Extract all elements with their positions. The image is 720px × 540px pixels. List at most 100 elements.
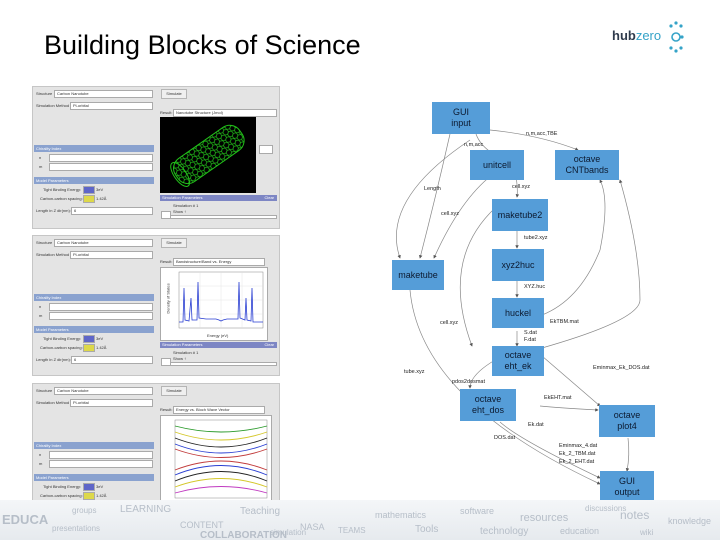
- node-octave-plot4[interactable]: octave plot4: [599, 405, 655, 437]
- footer-word: technology: [480, 526, 529, 537]
- hopping-value: 3eV: [96, 484, 104, 489]
- m-label: m: [39, 164, 43, 169]
- m-field[interactable]: [49, 312, 153, 320]
- node-xyz2huc[interactable]: xyz2huc: [492, 249, 544, 281]
- cc-field[interactable]: [83, 195, 95, 203]
- structure-select[interactable]: Carbon Nanotube: [54, 90, 153, 98]
- n-field[interactable]: [49, 451, 153, 459]
- cc-value: 1.42Å: [96, 493, 107, 498]
- result-select[interactable]: Nanotube Structure (Jmol): [173, 109, 277, 117]
- cc-field[interactable]: [83, 344, 95, 352]
- cc-label: Carbon-carbon spacing:: [40, 345, 83, 350]
- edge-label-tube-xyz: tube.xyz: [404, 369, 425, 375]
- simulate-button[interactable]: Simulate: [161, 386, 187, 396]
- tool-screenshot-structure: Structure Carbon Nanotube Simulate Simul…: [32, 86, 280, 229]
- model-header: Model Parameters: [34, 474, 154, 481]
- footer-word: knowledge: [668, 516, 712, 526]
- result-label: Result:: [160, 110, 173, 115]
- node-huckel[interactable]: huckel: [492, 298, 544, 328]
- footer-word: notes: [620, 508, 650, 522]
- hopping-field[interactable]: [83, 186, 95, 194]
- nanotube-structure-image: [170, 124, 245, 187]
- footer-word: simulation: [270, 528, 307, 537]
- cc-field[interactable]: [83, 492, 95, 500]
- n-label: n: [39, 155, 42, 160]
- node-maketube2-label: maketube2: [497, 209, 543, 220]
- bands-plot[interactable]: Wavevector: [160, 415, 272, 511]
- tool-screenshot-bands: Structure Carbon Nanotube Simulate Simul…: [32, 383, 280, 513]
- edge-label-tube2-xyz: tube2.xyz: [524, 235, 548, 241]
- node-gui-input[interactable]: GUI input: [432, 102, 490, 134]
- n-field[interactable]: [49, 303, 153, 311]
- structure-select[interactable]: Carbon Nanotube: [54, 239, 153, 247]
- length-field[interactable]: 6: [71, 356, 153, 364]
- node-huckel-label: huckel: [504, 307, 531, 318]
- node-gui-output[interactable]: GUI output: [600, 471, 654, 503]
- sim-slider[interactable]: [170, 362, 277, 366]
- hubzero-logo: hubzero: [612, 18, 684, 56]
- dos-plot[interactable]: Energy (eV) Density of States: [160, 267, 268, 341]
- sim-line2: Show ↑: [173, 209, 187, 214]
- method-label: Simulation Method: [36, 400, 70, 405]
- hubzero-mark-icon: [669, 21, 684, 53]
- m-label: m: [39, 313, 43, 318]
- m-field[interactable]: [49, 163, 153, 171]
- model-header: Model Parameters: [34, 326, 154, 333]
- node-gui-input-label: GUI input: [451, 107, 471, 128]
- footer-word: groups: [72, 506, 97, 515]
- edge-label-ektbm-mat: EkTBM.mat: [550, 319, 579, 325]
- cc-label: Carbon-carbon spacing:: [40, 196, 83, 201]
- simulate-button[interactable]: Simulate: [161, 238, 187, 248]
- method-select[interactable]: Pi-orbital: [70, 399, 153, 407]
- edge-label-cell-xyz: cell.xyz: [512, 184, 531, 190]
- sim-line2: Show ↑: [173, 356, 187, 361]
- node-unitcell-label: unitcell: [482, 159, 511, 170]
- method-select[interactable]: Pi-orbital: [70, 102, 153, 110]
- structure-label: Structure: [36, 240, 53, 245]
- footer-word: COLLABORATION: [200, 530, 288, 540]
- m-field[interactable]: [49, 460, 153, 468]
- edge-label-n-m-acc: n,m,acc: [464, 142, 484, 148]
- node-octave-eht-ek-label: octave eht_ek: [504, 350, 532, 371]
- length-field[interactable]: 6: [71, 207, 153, 215]
- footer-word: Tools: [415, 524, 439, 535]
- hopping-field[interactable]: [83, 483, 95, 491]
- node-octave-eht-ek[interactable]: octave eht_ek: [492, 346, 544, 376]
- node-unitcell[interactable]: unitcell: [470, 150, 524, 180]
- footer-word: education: [560, 526, 600, 536]
- node-maketube[interactable]: maketube: [392, 260, 444, 290]
- method-select[interactable]: Pi-orbital: [70, 251, 153, 259]
- nanotube-viewer[interactable]: [160, 117, 256, 193]
- result-select[interactable]: Bandstructure/Band vs. Energy: [173, 258, 265, 266]
- node-octave-eht-dos-label: octave eht_dos: [471, 394, 505, 415]
- method-label: Simulation Method: [36, 252, 70, 257]
- node-maketube2[interactable]: maketube2: [492, 199, 548, 231]
- result-label: Result:: [160, 407, 173, 412]
- node-gui-output-label: GUI output: [614, 476, 640, 497]
- hopping-field[interactable]: [83, 335, 95, 343]
- sim-line1: Simulation # 1: [173, 203, 199, 208]
- sim-slider[interactable]: [170, 215, 277, 219]
- m-label: m: [39, 461, 43, 466]
- simulate-button[interactable]: Simulate: [161, 89, 187, 99]
- chirality-header: Chirality Index: [34, 294, 154, 301]
- footer-word: resources: [520, 512, 569, 524]
- node-octave-eht-dos[interactable]: octave eht_dos: [460, 389, 516, 421]
- length-label: Length in Z dir(nm):: [36, 357, 71, 362]
- edge-label-s-dat: S.dat: [524, 330, 537, 336]
- footer-word: discussions: [585, 504, 627, 513]
- node-octave-plot4-label: octave plot4: [613, 410, 641, 431]
- edge-label-cell-xyz-3: cell.xyz: [440, 320, 459, 326]
- hopping-label: Tight Binding Energy:: [43, 484, 82, 489]
- hopping-value: 3eV: [96, 336, 104, 341]
- hopping-label: Tight Binding Energy:: [43, 187, 82, 192]
- bands-plot-graphic: [174, 419, 268, 499]
- node-octave-cntbands[interactable]: octave CNTbands: [555, 150, 619, 180]
- model-header: Model Parameters: [34, 177, 154, 184]
- viewer-control[interactable]: [259, 145, 273, 154]
- slide-title: Building Blocks of Science: [44, 30, 361, 60]
- node-maketube-label: maketube: [398, 269, 438, 280]
- structure-select[interactable]: Carbon Nanotube: [54, 387, 153, 395]
- result-select[interactable]: Energy vs. Bloch Wave Vector: [173, 406, 265, 414]
- n-field[interactable]: [49, 154, 153, 162]
